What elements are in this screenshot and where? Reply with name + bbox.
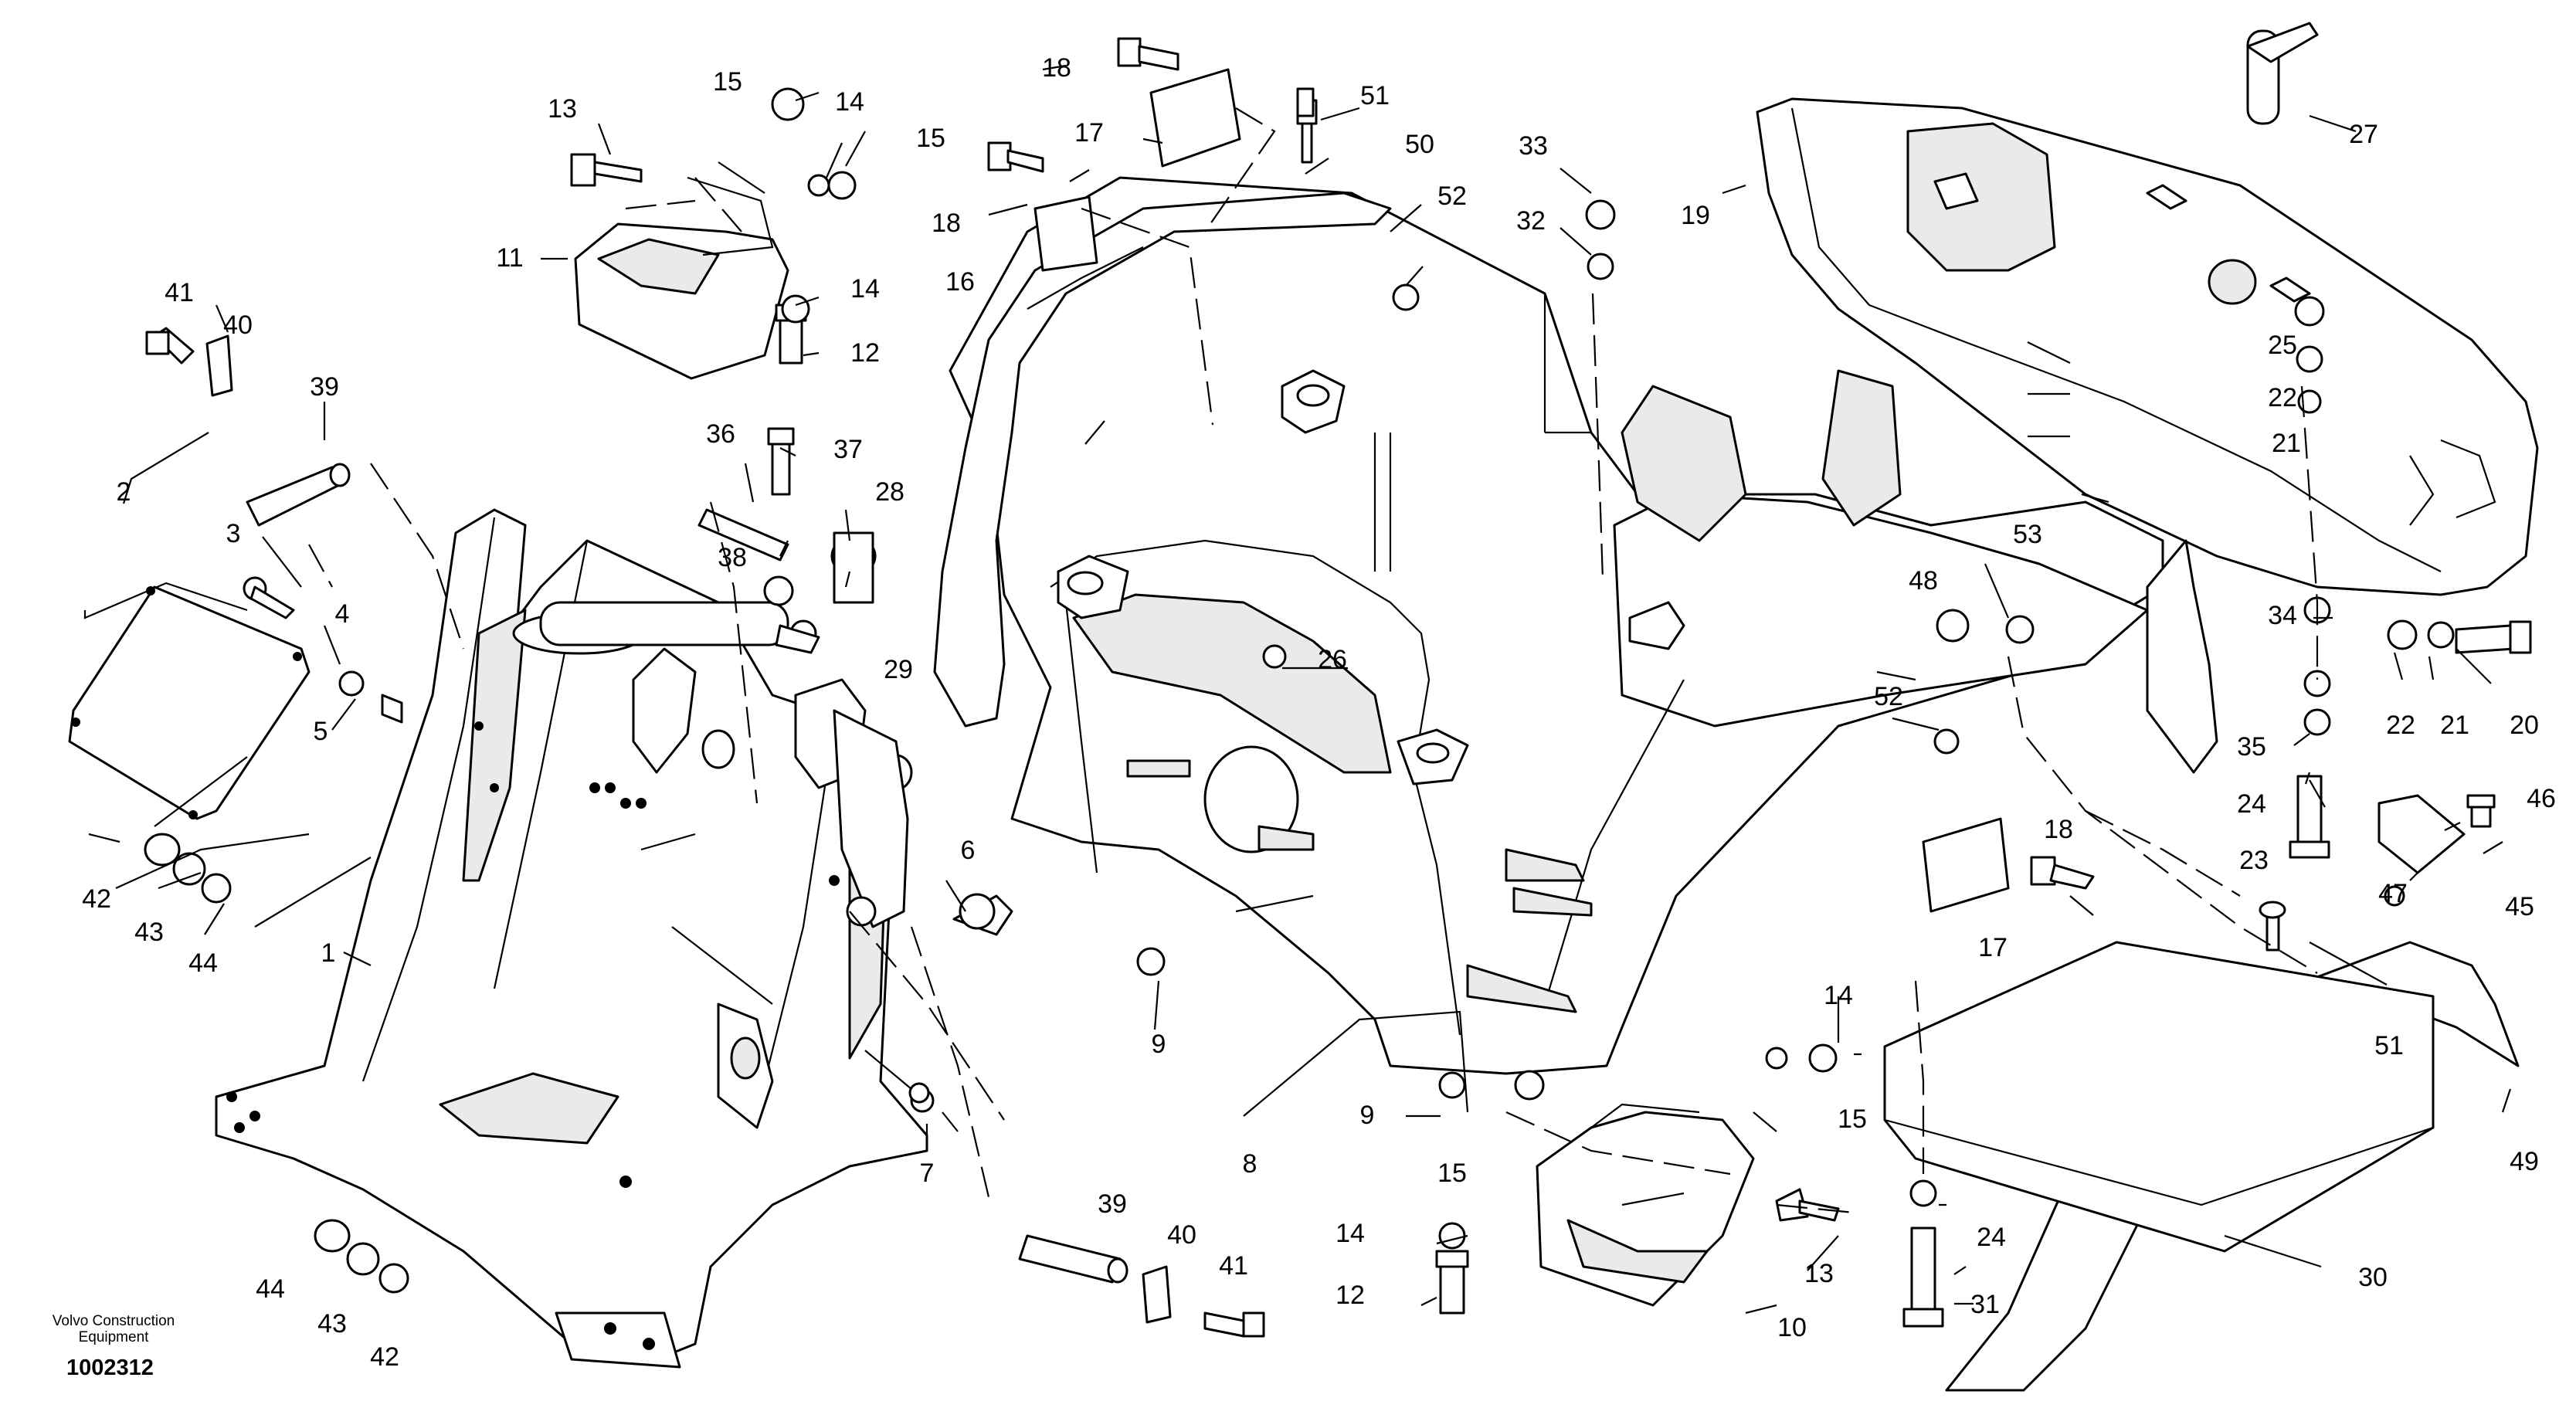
left-fender [933, 192, 1392, 728]
label-9a: 9 [1152, 1030, 1166, 1059]
label-7: 7 [920, 1159, 935, 1188]
label-50: 50 [1405, 130, 1434, 159]
step-10 [1536, 1103, 1755, 1307]
brackets [1033, 68, 2466, 913]
label-37: 37 [833, 435, 863, 464]
cover-plate-30 [1883, 941, 2435, 1253]
label-17b: 17 [1978, 933, 2008, 962]
label-48: 48 [1909, 566, 1938, 595]
right-fender-bracket [2146, 539, 2218, 774]
label-22a: 22 [2268, 383, 2297, 412]
label-26: 26 [1318, 645, 1347, 674]
label-32: 32 [1516, 206, 1546, 236]
label-13b: 13 [1804, 1259, 1834, 1288]
label-44a: 44 [188, 948, 218, 978]
label-39b: 39 [1098, 1189, 1127, 1219]
label-41a: 41 [165, 278, 194, 307]
label-4: 4 [335, 599, 350, 629]
label-21b: 21 [2440, 711, 2469, 740]
label-52a: 52 [1437, 182, 1467, 211]
label-12b: 12 [1336, 1281, 1365, 1310]
label-47: 47 [2378, 879, 2408, 908]
label-18c: 18 [2044, 815, 2073, 844]
label-51a: 51 [1360, 81, 1390, 110]
label-39a: 39 [310, 372, 339, 402]
label-40a: 40 [223, 310, 253, 340]
label-24b: 24 [1977, 1223, 2006, 1252]
label-19: 19 [1681, 201, 1710, 230]
guide-lines [83, 107, 2319, 1214]
label-14c: 14 [1824, 981, 1853, 1010]
label-43b: 43 [317, 1309, 347, 1338]
label-11: 11 [496, 243, 523, 273]
label-8: 8 [1243, 1149, 1257, 1179]
label-13a: 13 [548, 94, 577, 124]
label-6: 6 [961, 836, 976, 865]
label-42b: 42 [370, 1342, 399, 1372]
label-18a: 18 [1042, 53, 1071, 83]
label-17a: 17 [1074, 118, 1104, 148]
label-22b: 22 [2386, 711, 2415, 740]
label-12a: 12 [850, 338, 880, 368]
rear-frame [949, 176, 2164, 1075]
label-28: 28 [875, 477, 904, 507]
label-31: 31 [1970, 1290, 2000, 1319]
label-29: 29 [884, 655, 913, 684]
label-15b: 15 [916, 124, 945, 153]
label-21a: 21 [2272, 429, 2301, 458]
step-11 [574, 161, 789, 380]
label-20: 20 [2510, 711, 2539, 740]
label-44b: 44 [256, 1274, 285, 1304]
label-15a: 15 [713, 67, 742, 97]
label-49: 49 [2510, 1147, 2539, 1176]
label-36: 36 [706, 419, 735, 449]
hardware-parts [144, 22, 2532, 1338]
label-15d: 15 [1437, 1159, 1467, 1188]
label-14d: 14 [1336, 1219, 1365, 1248]
cover-plate-2 [68, 585, 311, 820]
label-16: 16 [945, 267, 975, 297]
label-15c: 15 [1838, 1104, 1867, 1134]
label-5: 5 [314, 717, 328, 746]
label-2: 2 [117, 477, 131, 507]
label-42a: 42 [82, 884, 111, 914]
label-25: 25 [2268, 331, 2297, 360]
label-46: 46 [2527, 784, 2556, 813]
front-frame [215, 508, 928, 1369]
label-43a: 43 [134, 918, 164, 947]
part-labels: 1 2 3 4 5 6 7 8 9 9 10 11 12 12 13 13 14… [82, 53, 2556, 1372]
credit-line-1: Volvo Construction [52, 1313, 175, 1329]
label-41b: 41 [1219, 1251, 1248, 1281]
label-27: 27 [2349, 120, 2378, 149]
label-35: 35 [2237, 732, 2266, 762]
label-52b: 52 [1874, 682, 1903, 711]
label-23: 23 [2239, 846, 2269, 875]
label-1: 1 [321, 938, 336, 968]
label-51b: 51 [2374, 1031, 2404, 1060]
label-33: 33 [1519, 131, 1548, 161]
label-53: 53 [2013, 520, 2042, 549]
label-45: 45 [2505, 892, 2534, 921]
label-18b: 18 [932, 209, 961, 238]
label-10: 10 [1777, 1313, 1807, 1342]
label-3: 3 [226, 519, 241, 548]
label-14a: 14 [835, 87, 864, 117]
label-34: 34 [2268, 601, 2297, 630]
label-38: 38 [718, 543, 747, 572]
publisher-credit: Volvo Construction Equipment [40, 1313, 187, 1345]
label-14b: 14 [850, 274, 880, 304]
label-40b: 40 [1167, 1220, 1196, 1250]
label-9b: 9 [1360, 1101, 1375, 1130]
drawing-number: 1002312 [66, 1355, 154, 1380]
counterweight [1756, 97, 2539, 596]
label-24a: 24 [2237, 789, 2266, 819]
label-30: 30 [2358, 1263, 2388, 1292]
credit-line-2: Equipment [78, 1329, 149, 1345]
